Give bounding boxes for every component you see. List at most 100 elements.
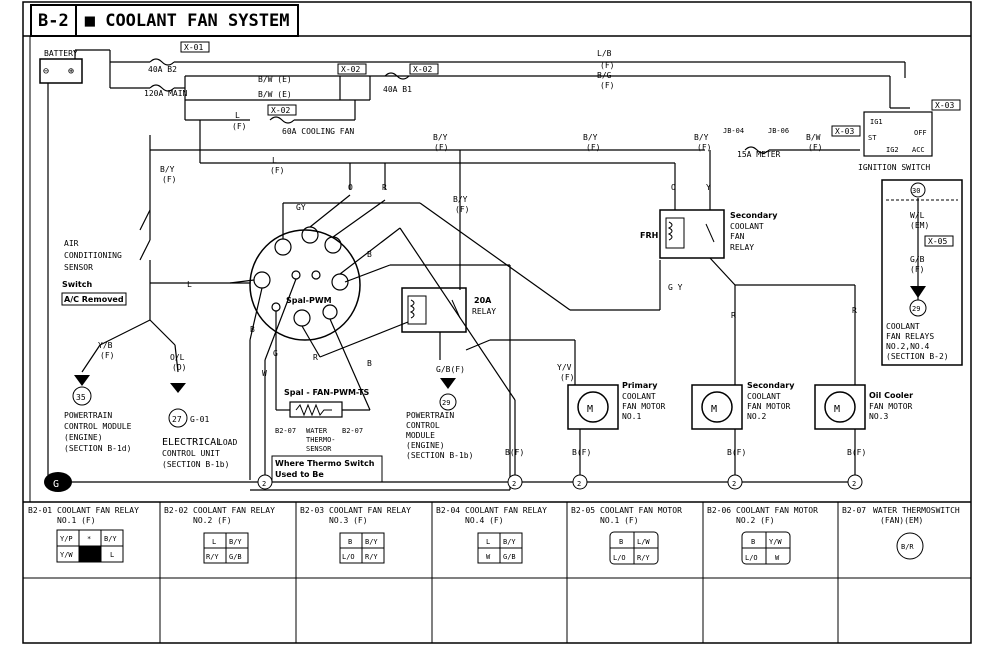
svg-text:(F): (F) bbox=[232, 122, 246, 131]
svg-text:27: 27 bbox=[172, 415, 182, 424]
svg-text:(SECTION B-1b): (SECTION B-1b) bbox=[162, 460, 229, 469]
svg-text:NO.2 (F): NO.2 (F) bbox=[193, 516, 232, 525]
svg-text:B: B bbox=[367, 250, 372, 259]
svg-text:WATER: WATER bbox=[306, 427, 328, 435]
svg-text:L: L bbox=[235, 111, 240, 120]
oil-cooler-fan-motor: M Oil Cooler FAN MOTOR NO.3 bbox=[814, 384, 913, 475]
svg-text:X-03: X-03 bbox=[835, 127, 854, 136]
svg-text:B2-03: B2-03 bbox=[300, 506, 324, 515]
ground-bus: G 2 2 2 2 2 bbox=[44, 472, 863, 492]
svg-text:M: M bbox=[587, 404, 593, 415]
svg-text:B: B bbox=[751, 538, 755, 546]
svg-text:OFF: OFF bbox=[914, 129, 927, 137]
svg-text:NO.3 (F): NO.3 (F) bbox=[329, 516, 368, 525]
svg-text:WATER THERMOSWITCH: WATER THERMOSWITCH bbox=[873, 506, 960, 515]
svg-text:L: L bbox=[187, 280, 192, 289]
svg-text:COOLANT FAN MOTOR: COOLANT FAN MOTOR bbox=[736, 506, 818, 515]
svg-text:2: 2 bbox=[512, 480, 516, 488]
svg-text:COOLANT FAN RELAY: COOLANT FAN RELAY bbox=[465, 506, 547, 515]
svg-text:FAN RELAYS: FAN RELAYS bbox=[886, 332, 934, 341]
svg-text:Y/W: Y/W bbox=[769, 538, 782, 546]
svg-text:35: 35 bbox=[76, 393, 86, 402]
svg-text:(F): (F) bbox=[100, 351, 114, 360]
svg-text:POWERTRAIN: POWERTRAIN bbox=[64, 411, 112, 420]
svg-text:29: 29 bbox=[912, 305, 920, 313]
svg-text:Oil Cooler: Oil Cooler bbox=[869, 391, 913, 400]
svg-text:AIR: AIR bbox=[64, 239, 79, 248]
supply-wires bbox=[47, 49, 910, 480]
svg-text:COOLANT: COOLANT bbox=[747, 392, 781, 401]
svg-text:Primary: Primary bbox=[622, 381, 658, 390]
svg-text:L/W: L/W bbox=[637, 538, 650, 546]
svg-text:R/Y: R/Y bbox=[206, 553, 219, 561]
svg-text:Y/P: Y/P bbox=[60, 535, 73, 543]
svg-text:W: W bbox=[262, 369, 267, 378]
svg-text:B2-02: B2-02 bbox=[164, 506, 188, 515]
svg-text:POWERTRAIN: POWERTRAIN bbox=[406, 411, 454, 420]
svg-text:B2-07: B2-07 bbox=[275, 427, 296, 435]
svg-text:NO.2: NO.2 bbox=[747, 412, 766, 421]
svg-text:NO.4 (F): NO.4 (F) bbox=[465, 516, 504, 525]
svg-text:B/W (E): B/W (E) bbox=[258, 75, 292, 84]
battery: BATTERY ⊖ ⊕ bbox=[39, 49, 83, 84]
svg-text:B/Y: B/Y bbox=[160, 165, 175, 174]
svg-text:L/B: L/B bbox=[597, 49, 612, 58]
svg-text:(F): (F) bbox=[162, 175, 176, 184]
connector-table: B2-01 COOLANT FAN RELAY NO.1 (F) Y/P * B… bbox=[23, 501, 971, 643]
svg-text:(ENGINE): (ENGINE) bbox=[406, 441, 445, 450]
svg-text:FAN MOTOR: FAN MOTOR bbox=[747, 402, 791, 411]
svg-text:20A: 20A bbox=[474, 296, 492, 305]
svg-text:G/B(F): G/B(F) bbox=[436, 365, 465, 374]
svg-text:B: B bbox=[250, 325, 255, 334]
svg-text:COOLANT: COOLANT bbox=[886, 322, 920, 331]
svg-text:L/O: L/O bbox=[745, 554, 758, 562]
svg-text:ST: ST bbox=[868, 134, 877, 142]
svg-text:M: M bbox=[834, 404, 840, 415]
svg-text:2: 2 bbox=[577, 480, 581, 488]
svg-text:Secondary: Secondary bbox=[747, 381, 795, 390]
svg-text:2: 2 bbox=[852, 480, 856, 488]
svg-text:NO.2 (F): NO.2 (F) bbox=[736, 516, 775, 525]
relay-20a: 20A RELAY G/B(F) 29 POWERTRAIN CONTROL M… bbox=[401, 287, 576, 460]
svg-text:B2-07: B2-07 bbox=[842, 506, 866, 515]
svg-text:B/Y: B/Y bbox=[453, 195, 468, 204]
svg-text:(F): (F) bbox=[600, 61, 614, 70]
svg-text:B: B bbox=[367, 359, 372, 368]
svg-text:O/L: O/L bbox=[170, 353, 185, 362]
relays-reference-box: 30 W/L (EM) X-05 G/B (F) 29 COOLANT FAN … bbox=[881, 179, 963, 366]
svg-text:COOLANT FAN RELAY: COOLANT FAN RELAY bbox=[329, 506, 411, 515]
svg-text:O: O bbox=[671, 183, 676, 192]
svg-text:(F): (F) bbox=[586, 143, 600, 152]
svg-text:G-01: G-01 bbox=[190, 415, 209, 424]
svg-text:RELAY: RELAY bbox=[730, 243, 754, 252]
svg-text:G: G bbox=[273, 349, 278, 358]
svg-text:SENSOR: SENSOR bbox=[64, 263, 93, 272]
spal-pwm-controller: Spal-PWM GY O R B B G W R B Spal - FAN-P bbox=[229, 183, 661, 491]
svg-text:B/Y: B/Y bbox=[365, 538, 378, 546]
svg-text:30: 30 bbox=[912, 187, 920, 195]
page-title: ■ COOLANT FAN SYSTEM bbox=[84, 10, 290, 31]
svg-text:120A MAIN: 120A MAIN bbox=[144, 89, 188, 98]
svg-text:40A B2: 40A B2 bbox=[148, 65, 177, 74]
svg-text:CONTROL: CONTROL bbox=[406, 421, 440, 430]
svg-text:NO.2,NO.4: NO.2,NO.4 bbox=[886, 342, 930, 351]
svg-text:Spal-PWM: Spal-PWM bbox=[286, 296, 332, 305]
outer-frame bbox=[22, 1, 972, 644]
svg-text:L: L bbox=[272, 156, 277, 165]
svg-text:(SECTION B-1b): (SECTION B-1b) bbox=[406, 451, 473, 460]
svg-text:B(F): B(F) bbox=[572, 448, 591, 457]
svg-text:IG2: IG2 bbox=[886, 146, 899, 154]
svg-text:B/W: B/W bbox=[806, 133, 821, 142]
svg-text:MODULE: MODULE bbox=[406, 431, 435, 440]
svg-text:RELAY: RELAY bbox=[472, 307, 496, 316]
svg-text:B2-01: B2-01 bbox=[28, 506, 52, 515]
svg-text:CONTROL UNIT: CONTROL UNIT bbox=[162, 449, 220, 458]
svg-text:FRH: FRH bbox=[640, 231, 658, 240]
svg-text:Secondary: Secondary bbox=[730, 211, 778, 220]
svg-text:X-02: X-02 bbox=[341, 65, 360, 74]
svg-text:Y/V: Y/V bbox=[557, 363, 572, 372]
svg-text:L: L bbox=[486, 538, 490, 546]
svg-text:Switch: Switch bbox=[62, 280, 92, 289]
svg-text:(SECTION B-1d): (SECTION B-1d) bbox=[64, 444, 131, 453]
svg-text:CONTROL MODULE: CONTROL MODULE bbox=[64, 422, 132, 431]
